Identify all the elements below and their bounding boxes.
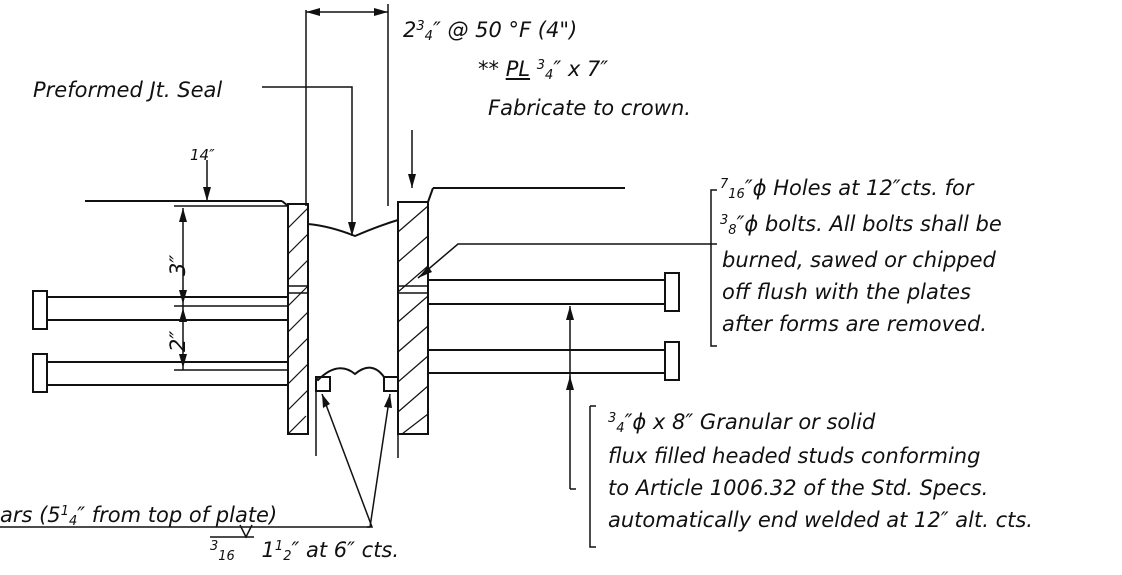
bars-num: 1	[60, 504, 69, 519]
studs-den: 4	[616, 421, 625, 436]
weld-mid: 1	[261, 538, 275, 562]
bolts-rest: ″ϕ bolts. All bolts shall be	[736, 212, 1002, 236]
holes-num: 7	[720, 177, 729, 192]
holes-rest: ″ϕ Holes at 12″cts. for	[744, 176, 974, 200]
preformed-seal	[307, 219, 399, 458]
fabricate-label: Fabricate to crown.	[488, 96, 691, 120]
weld-num: 3	[210, 539, 219, 554]
bolts-den: 8	[728, 223, 737, 238]
quarter-num: 1	[190, 146, 200, 164]
plate-num: 3	[536, 58, 546, 73]
plate-rest: ″ x 7″	[553, 57, 609, 81]
weld-fillet-mark	[239, 524, 253, 539]
studs-rest: ″ϕ x 8″ Granular or solid	[624, 410, 876, 434]
plate-den: 4	[545, 68, 554, 83]
holes-line-2: 38″ϕ bolts. All bolts shall be	[720, 212, 1002, 238]
studs-line-3: to Article 1006.32 of the Std. Specs.	[608, 476, 989, 500]
studs-num: 3	[608, 411, 617, 426]
joint-width-dimension: 234″ @ 50 °F (4")	[403, 18, 578, 44]
left-studs	[32, 285, 308, 393]
quarter-inch-dimension: 14″	[190, 148, 215, 163]
weld-note: 316 112″ at 6″ cts.	[210, 538, 400, 564]
plate-label: ** PL 34″ x 7″	[478, 57, 609, 83]
holes-den: 16	[728, 187, 745, 202]
weld-den: 16	[218, 549, 235, 564]
weld-mden: 2	[283, 549, 292, 564]
dim-rest: ″ @ 50 °F (4")	[432, 18, 578, 42]
plate-prefix: **	[478, 57, 506, 81]
bars-pre: ars (5	[0, 503, 61, 527]
right-studs	[398, 272, 680, 381]
studs-line-2: flux filled headed studs conforming	[608, 444, 981, 468]
bars-den: 4	[68, 514, 78, 529]
top-dimension	[305, 4, 389, 206]
quarter-mark: ″	[209, 146, 215, 164]
dim-num: 3	[416, 19, 425, 34]
bars-note: ars (514″ from top of plate)	[0, 503, 278, 529]
holes-line-4: off flush with the plates	[722, 280, 971, 304]
weld-rest: ″ at 6″ cts.	[291, 538, 400, 562]
plate-symbol: PL	[505, 57, 531, 81]
bolts-num: 3	[720, 213, 729, 228]
studs-line-4: automatically end welded at 12″ alt. cts…	[608, 508, 1033, 532]
quarter-den: 4	[199, 146, 210, 164]
holes-line-1: 716″ϕ Holes at 12″cts. for	[720, 176, 974, 202]
weld-mnum: 1	[274, 539, 284, 554]
dim-den: 4	[424, 29, 433, 44]
dim-whole: 2	[403, 18, 417, 42]
bars-rest: ″ from top of plate)	[77, 503, 278, 527]
vertical-dimensions	[174, 160, 288, 371]
seal-label: Preformed Jt. Seal	[33, 78, 223, 102]
studs-line-1: 34″ϕ x 8″ Granular or solid	[608, 410, 876, 436]
holes-line-3: burned, sawed or chipped	[722, 248, 996, 272]
deck-surface	[85, 187, 625, 207]
leaders	[0, 86, 717, 548]
holes-line-5: after forms are removed.	[722, 312, 987, 336]
